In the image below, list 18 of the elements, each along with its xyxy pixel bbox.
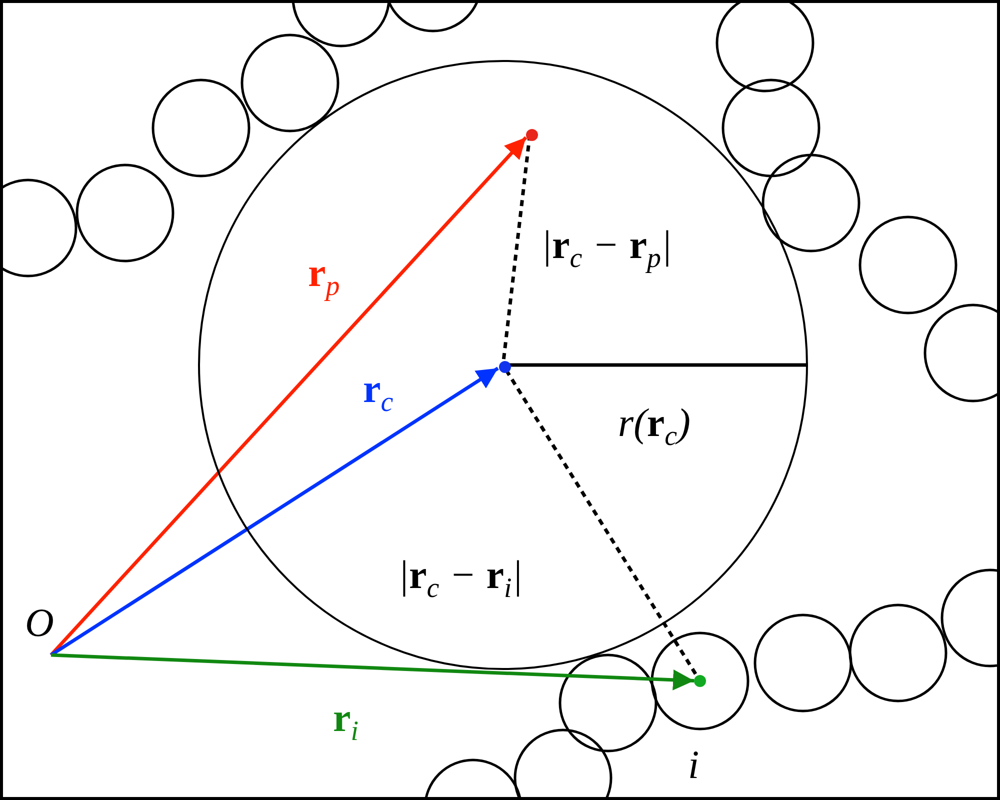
dashed-line [504, 369, 698, 677]
edge-label: r$_{c}$ [363, 369, 394, 417]
point-dot [526, 129, 538, 141]
edge-label: r(r$_{c}$) [618, 403, 690, 451]
edge-label: |r$_{c}$ − r$_{p}$| [541, 225, 672, 273]
point-label: i [688, 745, 700, 785]
radius-line [509, 363, 808, 367]
vector-arrow [50, 366, 499, 656]
edge-label: r$_{p}$ [308, 253, 340, 301]
vector-arrow [50, 653, 694, 690]
edge-label: r$_{i}$ [333, 698, 359, 746]
cavity-circle [198, 60, 808, 670]
edge-label: |r$_{c}$ − r$_{i}$| [398, 555, 523, 603]
point-dot [499, 361, 511, 373]
dashed-line [502, 138, 532, 360]
point-dot [694, 675, 706, 687]
origin-label: O [25, 603, 54, 643]
vector-arrow [50, 136, 528, 656]
